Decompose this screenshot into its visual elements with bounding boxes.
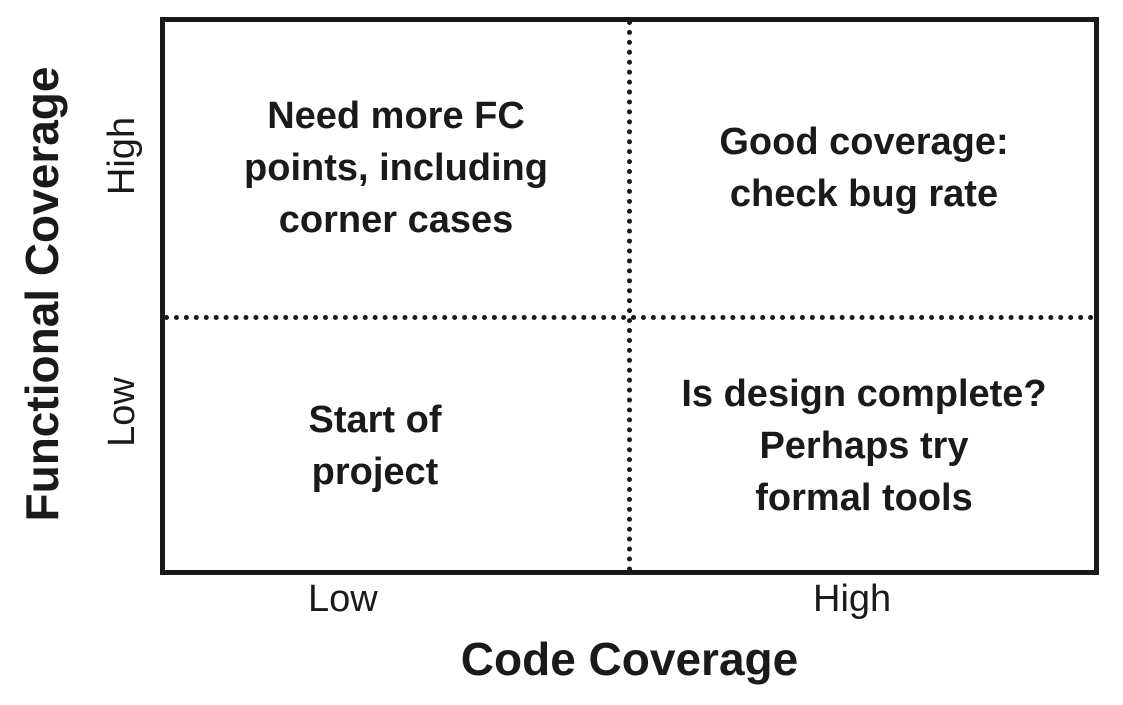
x-axis-title: Code Coverage — [460, 633, 799, 685]
quadrant-high-fc-high-cc: Good coverage: check bug rate — [633, 22, 1095, 314]
quadrant-low-fc-high-cc: Is design complete? Perhaps try formal t… — [633, 321, 1095, 571]
quadrant-text: Start of project — [308, 399, 442, 493]
quadrant-text: Is design complete? Perhaps try formal t… — [681, 373, 1047, 519]
quadrant-low-fc-low-cc: Start of project — [165, 321, 585, 571]
x-tick-low: Low — [308, 578, 378, 620]
quadrant-high-fc-low-cc: Need more FC points, including corner ca… — [165, 22, 627, 314]
y-tick-low: Low — [101, 377, 143, 447]
vertical-divider — [627, 20, 632, 572]
y-tick-high: High — [101, 116, 143, 196]
quadrant-text: Good coverage: check bug rate — [719, 121, 1009, 215]
x-tick-high: High — [813, 578, 892, 620]
horizontal-divider — [164, 315, 1094, 320]
quadrant-text: Need more FC points, including corner ca… — [244, 95, 548, 241]
y-axis-title: Functional Coverage — [16, 66, 68, 522]
matrix-frame — [160, 17, 1099, 575]
